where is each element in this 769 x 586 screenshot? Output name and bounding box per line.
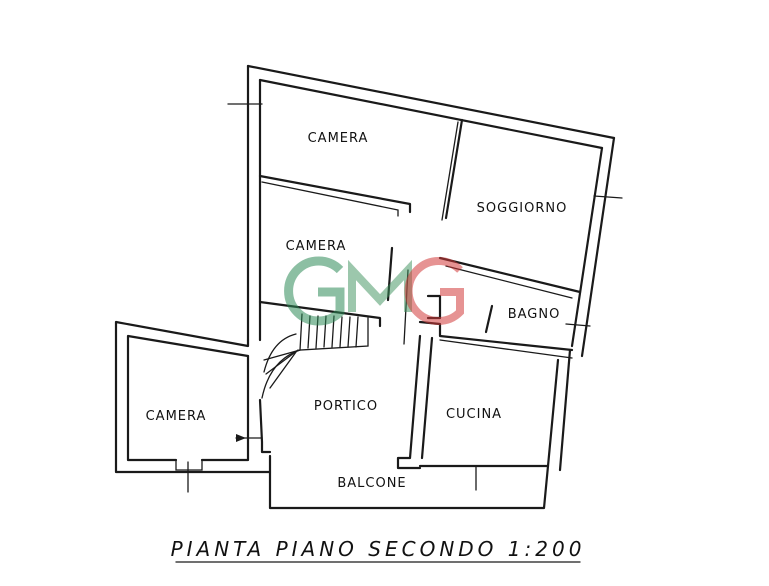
- wall-cucina-left: [396, 334, 422, 470]
- stair-step: [355, 316, 359, 348]
- room-label-camera-left: CAMERA: [146, 409, 207, 424]
- wall-top-outer: [246, 64, 616, 140]
- wall-annex-outer: [114, 320, 272, 474]
- logo-letter-g2: [404, 257, 464, 325]
- room-label-balcone: BALCONE: [337, 476, 406, 491]
- door-annex: [175, 459, 203, 471]
- portico-balcone: [235, 398, 550, 510]
- stair-step: [347, 316, 351, 348]
- room-label-camera-top: CAMERA: [308, 131, 369, 146]
- room-label-soggiorno: SOGGIORNO: [477, 201, 568, 216]
- room-label-bagno: BAGNO: [508, 307, 561, 322]
- logo-letter-g: [284, 256, 345, 326]
- outer-walls: [246, 64, 616, 472]
- wall-cucina-left-inner: [420, 336, 434, 460]
- plan-title: PIANTA PIANO SECONDO 1:200: [171, 537, 586, 561]
- stair-step: [265, 349, 299, 375]
- wall-cucina-outer2: [558, 348, 572, 472]
- wall-camera-soggiorno-inner: [441, 121, 459, 221]
- wall-camera-partition-inner: [261, 181, 399, 217]
- wall-bagno-top: [445, 265, 573, 299]
- room-label-portico: PORTICO: [314, 399, 378, 414]
- section-marks: [227, 103, 623, 327]
- balcone-outline: [268, 454, 550, 510]
- wall-right-outer: [580, 136, 616, 358]
- wall-portico-left: [258, 398, 272, 454]
- wall-camera-soggiorno: [444, 118, 464, 220]
- left-annex: [114, 320, 272, 493]
- section-mark: [593, 195, 623, 199]
- logo-watermark: [284, 256, 464, 326]
- wall-right-inner: [570, 146, 604, 348]
- stair-step: [263, 349, 301, 361]
- wall-bagno-left: [484, 304, 494, 334]
- section-mark: [565, 323, 591, 327]
- stair-winder-outer: [261, 349, 301, 399]
- stair-step: [339, 316, 343, 348]
- stair-outline: [299, 313, 369, 351]
- wall-cucina-top: [418, 320, 574, 352]
- wall-top-inner: [258, 78, 604, 150]
- stair-step: [269, 351, 297, 389]
- stair-winder-inner: [263, 333, 297, 373]
- room-label-camera-middle: CAMERA: [286, 239, 347, 254]
- wall-annex-inner: [126, 334, 250, 462]
- wall-annex-inner2: [200, 354, 250, 462]
- wall-camera-middle-bottom: [258, 300, 382, 328]
- wall-soggiorno-bottom: [438, 256, 582, 294]
- wall-corridor-box: [426, 294, 442, 320]
- logo-letter-m: [348, 259, 412, 312]
- wall-cucina-top-inner: [439, 339, 573, 359]
- entry-arrow-head: [236, 434, 246, 442]
- wall-camera-partition: [258, 174, 412, 214]
- staircase: [261, 313, 369, 399]
- room-label-cucina: CUCINA: [446, 407, 502, 422]
